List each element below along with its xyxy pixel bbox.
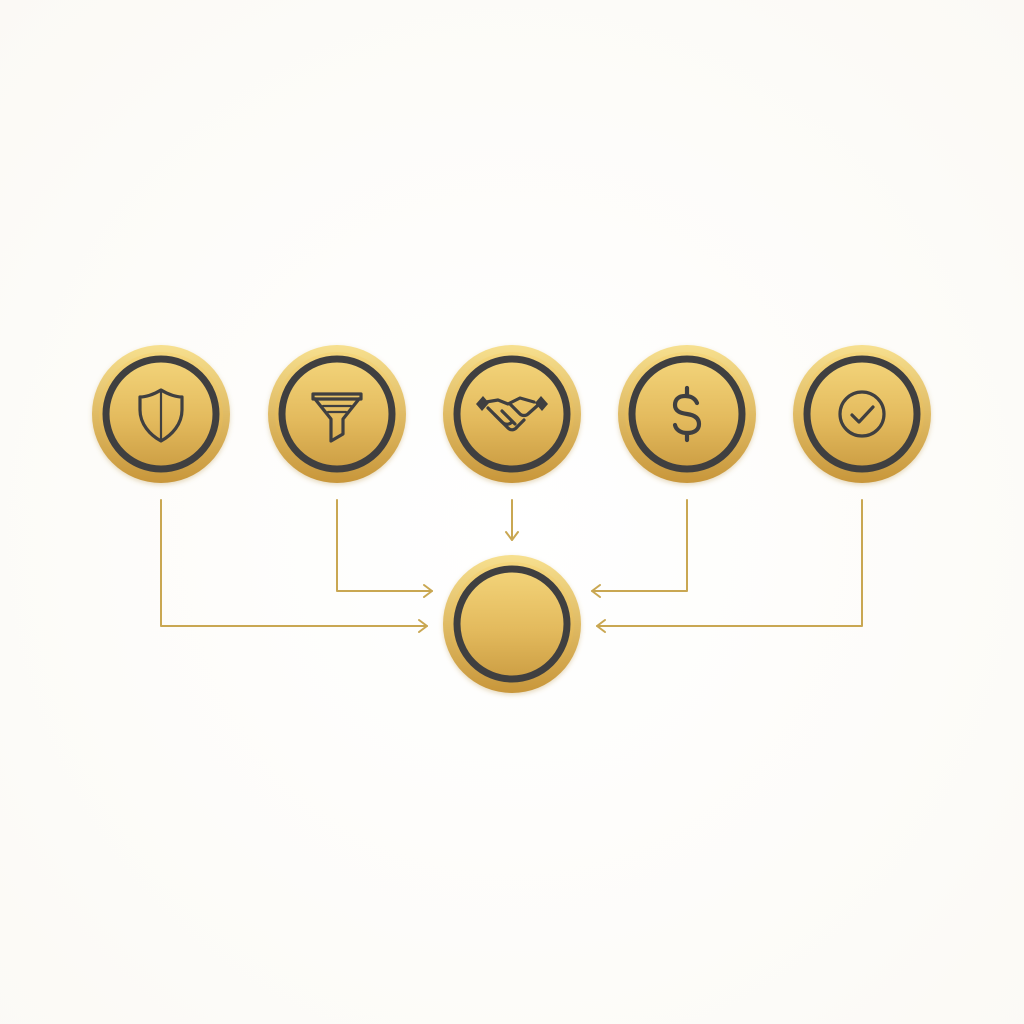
node-filter[interactable] [268,345,406,483]
node-shield[interactable] [92,345,230,483]
connector-shield-to-hub [160,499,428,627]
connectors [160,499,863,633]
hub-node[interactable] [443,555,581,693]
funnel-icon [311,392,363,443]
arrowhead-shield [418,619,428,633]
shield-icon [138,388,184,443]
connector-finance-to-hub [591,499,688,592]
arrowhead-approval [596,619,606,633]
arrowhead-deal [505,531,519,541]
connector-filter-to-hub [336,499,433,592]
node-approval[interactable] [793,345,931,483]
connector-approval-to-hub [596,499,863,627]
node-finance[interactable] [618,345,756,483]
handshake-icon [476,396,548,432]
arrowhead-filter [423,584,433,598]
arrowhead-finance [591,584,601,598]
dollar-icon [672,385,702,443]
node-deal[interactable] [443,345,581,483]
check-circle-icon [838,390,886,438]
